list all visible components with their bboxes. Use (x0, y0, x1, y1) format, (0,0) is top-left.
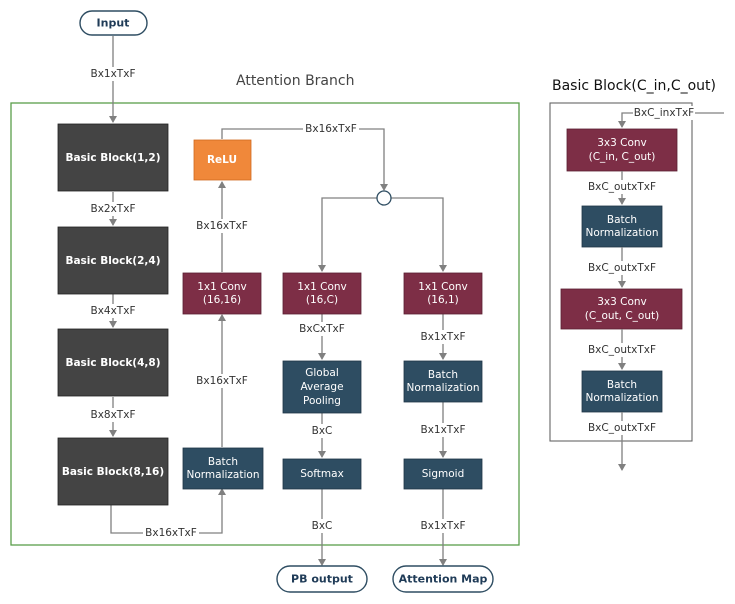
bb-conv1-line2: (C_in, C_out) (589, 151, 656, 163)
bb-bn1-box (581, 205, 663, 248)
edge-label-sigmoid: Bx1xTxF (421, 520, 466, 532)
basic-block-2-label: Basic Block(2,4) (65, 255, 160, 267)
basic-block-2 (57, 226, 169, 295)
conv-b-box (282, 272, 362, 315)
bb-bn1-line2: Normalization (586, 227, 659, 239)
input-pill (79, 10, 148, 36)
basic-block-1-label: Basic Block(1,2) (65, 152, 160, 164)
conv-b-line2: (16,C) (306, 294, 338, 306)
conv-a-box (182, 272, 262, 315)
edge-label-bb4: Bx16xTxF (145, 527, 197, 539)
edge-label-bn-a: Bx16xTxF (196, 375, 248, 387)
edge-split-convb (318, 197, 377, 272)
basic-block-4 (57, 437, 169, 506)
gap-box (282, 360, 362, 414)
attention-map-pill (392, 565, 494, 593)
edge-label-bb3: Bx8xTxF (91, 409, 136, 421)
attention-branch-frame (10, 102, 520, 546)
bb-out2-label: BxC_outxTxF (588, 262, 656, 274)
basic-block-1 (57, 123, 169, 192)
edge-label-gap: BxC (312, 425, 333, 437)
basic-block-3-label: Basic Block(4,8) (65, 357, 160, 369)
basic-block-3 (57, 328, 169, 397)
attention-branch-title: Attention Branch (236, 73, 354, 89)
bn-c-box (403, 360, 483, 403)
basic-block-frame (549, 102, 693, 442)
bb-out1-label: BxC_outxTxF (588, 181, 656, 193)
bb-conv2-line2: (C_out, C_out) (585, 310, 659, 322)
input-label: Input (97, 17, 130, 30)
conv-c-line2: (16,1) (427, 294, 459, 306)
basic-block-4-label: Basic Block(8,16) (62, 466, 164, 478)
bb-conv1-box (566, 128, 678, 172)
bb-bn2-line2: Normalization (586, 392, 659, 404)
softmax-box (282, 458, 362, 490)
gap-line1: Global (305, 367, 339, 379)
conv-a-line1: 1x1 Conv (197, 281, 247, 293)
edge-label-bb2: Bx4xTxF (91, 305, 136, 317)
relu-label: ReLU (207, 154, 237, 166)
bb-conv2-box (560, 288, 683, 330)
edge-label-conv-b: BxCxTxF (299, 323, 345, 335)
bn-a-line2: Normalization (187, 469, 260, 481)
gap-line3: Pooling (303, 395, 341, 407)
conv-c-line1: 1x1 Conv (418, 281, 468, 293)
split-node (376, 190, 392, 206)
softmax-label: Softmax (300, 468, 344, 480)
conv-a-line2: (16,16) (203, 294, 241, 306)
bb-out3-label: BxC_outxTxF (588, 344, 656, 356)
conv-c-box (403, 272, 483, 315)
bb-in-label: BxC_inxTxF (634, 107, 694, 119)
edge-label-conv-c: Bx1xTxF (421, 331, 466, 343)
edge-label-relu: Bx16xTxF (305, 123, 357, 135)
bn-c-line1: Batch (428, 369, 458, 381)
edge-label-bn-c: Bx1xTxF (421, 424, 466, 436)
basic-block-title: Basic Block(C_in,C_out) (552, 78, 716, 94)
edge-label-conv-a: Bx16xTxF (196, 220, 248, 232)
bn-a-box (182, 447, 264, 490)
pb-output-label: PB output (291, 573, 353, 586)
edge-label-input: Bx1xTxF (91, 68, 136, 80)
pb-output-pill (276, 565, 368, 593)
bb-out4-label: BxC_outxTxF (588, 422, 656, 434)
edge-split-convc (391, 197, 447, 272)
edge-label-bb1: Bx2xTxF (91, 203, 136, 215)
sigmoid-label: Sigmoid (422, 468, 464, 480)
bb-conv1-line1: 3x3 Conv (597, 137, 647, 149)
edge-label-softmax: BxC (312, 520, 333, 532)
gap-line2: Average (300, 381, 343, 393)
bb-bn1-line1: Batch (607, 214, 637, 226)
bb-bn2-box (581, 370, 663, 413)
bn-c-line2: Normalization (407, 382, 480, 394)
attention-map-label: Attention Map (399, 573, 488, 586)
bb-bn2-line1: Batch (607, 379, 637, 391)
relu-box (193, 139, 252, 181)
sigmoid-box (403, 458, 483, 490)
bn-a-line1: Batch (208, 456, 238, 468)
bb-conv2-line1: 3x3 Conv (597, 296, 647, 308)
conv-b-line1: 1x1 Conv (297, 281, 347, 293)
